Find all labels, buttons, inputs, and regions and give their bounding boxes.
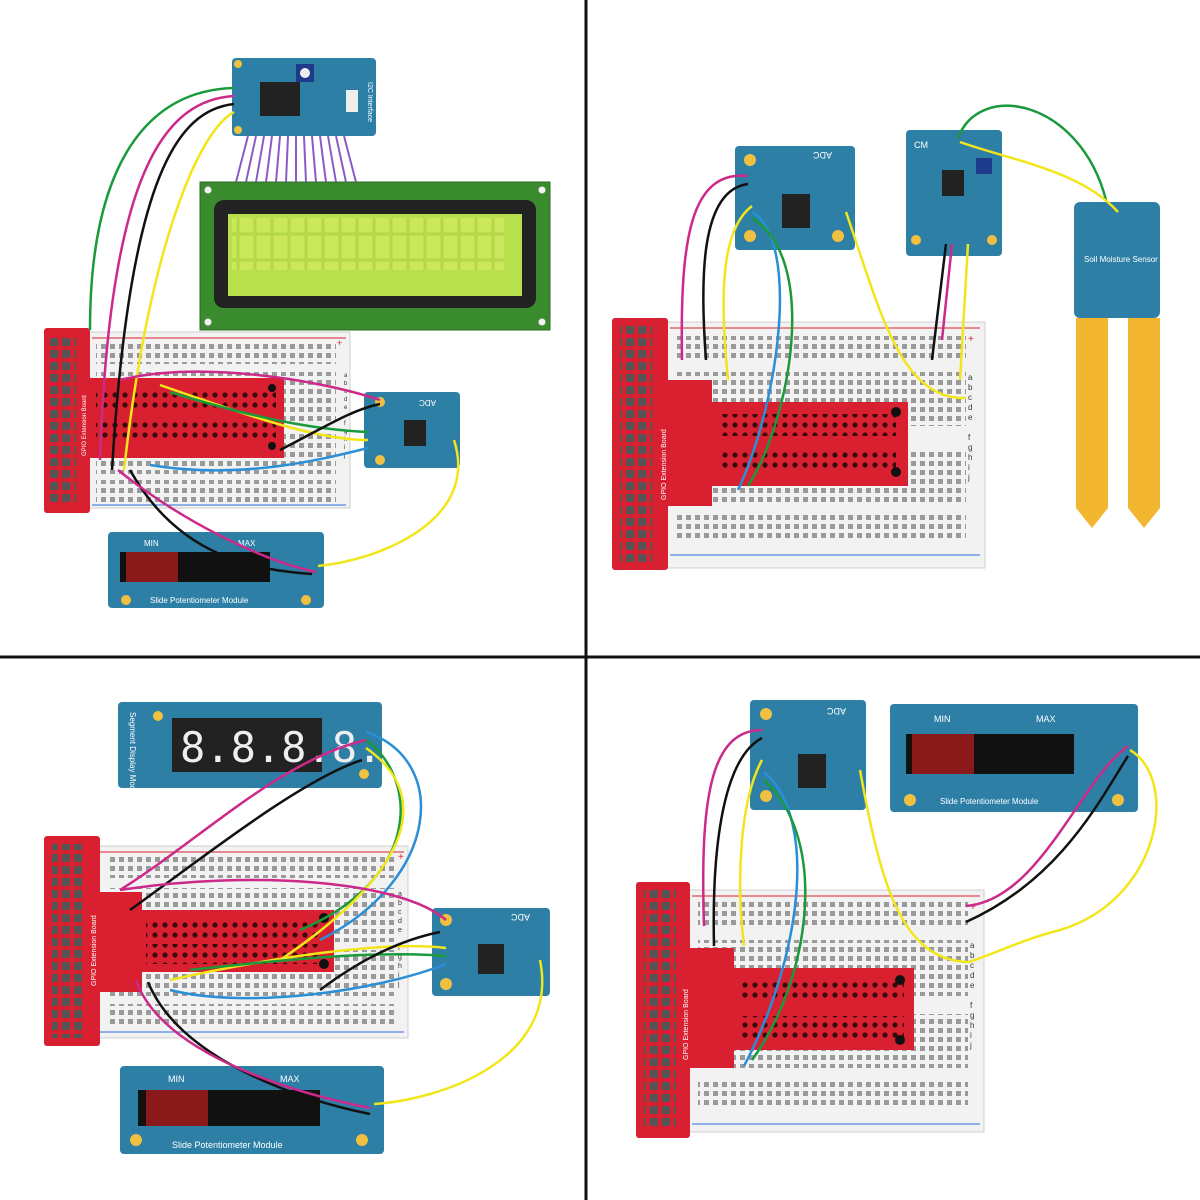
soil-sensor-label: Soil Moisture Sensor — [1084, 255, 1158, 264]
row-letter: j — [397, 981, 400, 988]
row-letter: j — [969, 1041, 972, 1050]
adc-module: ADC — [735, 146, 855, 250]
gpio-extension-board-label: GPIO Extension Board — [82, 395, 88, 456]
wires — [701, 728, 1158, 1067]
pot-min-label: MIN — [168, 1074, 185, 1084]
row-letter: a — [398, 891, 402, 898]
slide-potentiometer-module: MIN MAX Slide Potentiometer Module — [120, 1066, 384, 1154]
soil-moisture-sensor: Soil Moisture Sensor — [1074, 202, 1160, 528]
gpio-header — [44, 836, 100, 1046]
row-letter: b — [398, 900, 402, 907]
pot-label: Slide Potentiometer Module — [940, 797, 1039, 806]
pot-max-label: MAX — [1036, 714, 1056, 724]
row-letter: c — [968, 393, 972, 402]
row-letter: j — [343, 453, 345, 459]
wires — [88, 86, 460, 576]
row-letter: e — [968, 413, 973, 422]
gpio-extension-board: GPIO Extension Board — [82, 378, 284, 458]
cm-module: CM — [906, 130, 1002, 256]
gpio-extension-board: GPIO Extension Board — [683, 948, 914, 1068]
row-letter: d — [344, 397, 347, 403]
row-letter: g — [398, 954, 402, 961]
gpio-extension-board-label: GPIO Extension Board — [683, 989, 690, 1060]
i2c-interface-module: I2C Interface — [232, 58, 376, 136]
wires — [680, 104, 1119, 491]
row-letter: i — [398, 972, 400, 979]
svg-text:+: + — [970, 902, 976, 913]
segment-display-label: Segment Display Module — [128, 712, 137, 801]
row-letter: c — [970, 961, 974, 970]
gpio-extension-board-label: GPIO Extension Board — [91, 915, 98, 986]
slide-potentiometer-module: MIN MAX Slide Potentiometer Module — [108, 532, 324, 608]
slide-potentiometer-module: MIN MAX Slide Potentiometer Module — [890, 704, 1138, 812]
adc-module: ADC — [432, 908, 550, 996]
row-letter: e — [344, 405, 348, 411]
row-letter: h — [968, 453, 972, 462]
gpio-extension-board: GPIO Extension Board — [661, 380, 908, 506]
pot-label: Slide Potentiometer Module — [150, 596, 249, 605]
adc-label: ADC — [510, 912, 530, 922]
gpio-header — [44, 328, 90, 513]
adc-module: ADC — [750, 700, 866, 810]
row-letter: d — [970, 971, 974, 980]
i2c-interface-label: I2C Interface — [366, 82, 373, 122]
svg-text:+: + — [968, 334, 974, 345]
row-letter: d — [968, 403, 972, 412]
pot-min-label: MIN — [144, 539, 159, 548]
wires — [119, 730, 544, 1116]
gpio-extension-board-label: GPIO Extension Board — [661, 429, 668, 500]
row-letter: f — [344, 421, 346, 427]
row-letter: f — [970, 1001, 973, 1010]
row-letter: a — [344, 373, 348, 379]
row-letter: i — [970, 1031, 972, 1040]
row-letter: b — [970, 951, 975, 960]
row-letter: a — [970, 941, 975, 950]
row-letter: e — [970, 981, 975, 990]
svg-text:+: + — [337, 338, 342, 348]
lcd-display — [199, 181, 551, 331]
pot-min-label: MIN — [934, 714, 951, 724]
row-letter: c — [398, 909, 402, 916]
row-letter: b — [344, 381, 348, 387]
gpio-header — [636, 882, 690, 1138]
row-letter: h — [344, 437, 347, 443]
row-letter: i — [344, 445, 345, 451]
pot-label: Slide Potentiometer Module — [172, 1140, 283, 1150]
gpio-extension-board: GPIO Extension Board — [91, 892, 334, 992]
row-letter: a — [968, 373, 973, 382]
adc-module: ADC — [364, 392, 460, 468]
row-letter: f — [968, 433, 971, 442]
cm-label: CM — [914, 140, 928, 150]
row-letter: h — [398, 963, 402, 970]
pot-max-label: MAX — [280, 1074, 300, 1084]
adc-label: ADC — [419, 398, 436, 407]
row-letter: f — [398, 945, 400, 952]
row-letter: j — [967, 473, 970, 482]
segment-display-module: 8.8.8.8. Segment Display Module — [118, 702, 382, 801]
pot-max-label: MAX — [238, 539, 256, 548]
row-letter: c — [344, 389, 347, 395]
row-letter: d — [398, 918, 402, 925]
row-letter: i — [968, 463, 970, 472]
row-letter: g — [344, 429, 347, 435]
row-letter: h — [970, 1021, 974, 1030]
row-letter: e — [398, 927, 402, 934]
gpio-header — [612, 318, 668, 570]
adc-label: ADC — [812, 150, 832, 160]
adc-label: ADC — [826, 706, 846, 716]
row-letter: b — [968, 383, 973, 392]
row-letter: g — [970, 1011, 974, 1020]
row-letter: g — [968, 443, 972, 452]
svg-text:+: + — [398, 852, 404, 863]
